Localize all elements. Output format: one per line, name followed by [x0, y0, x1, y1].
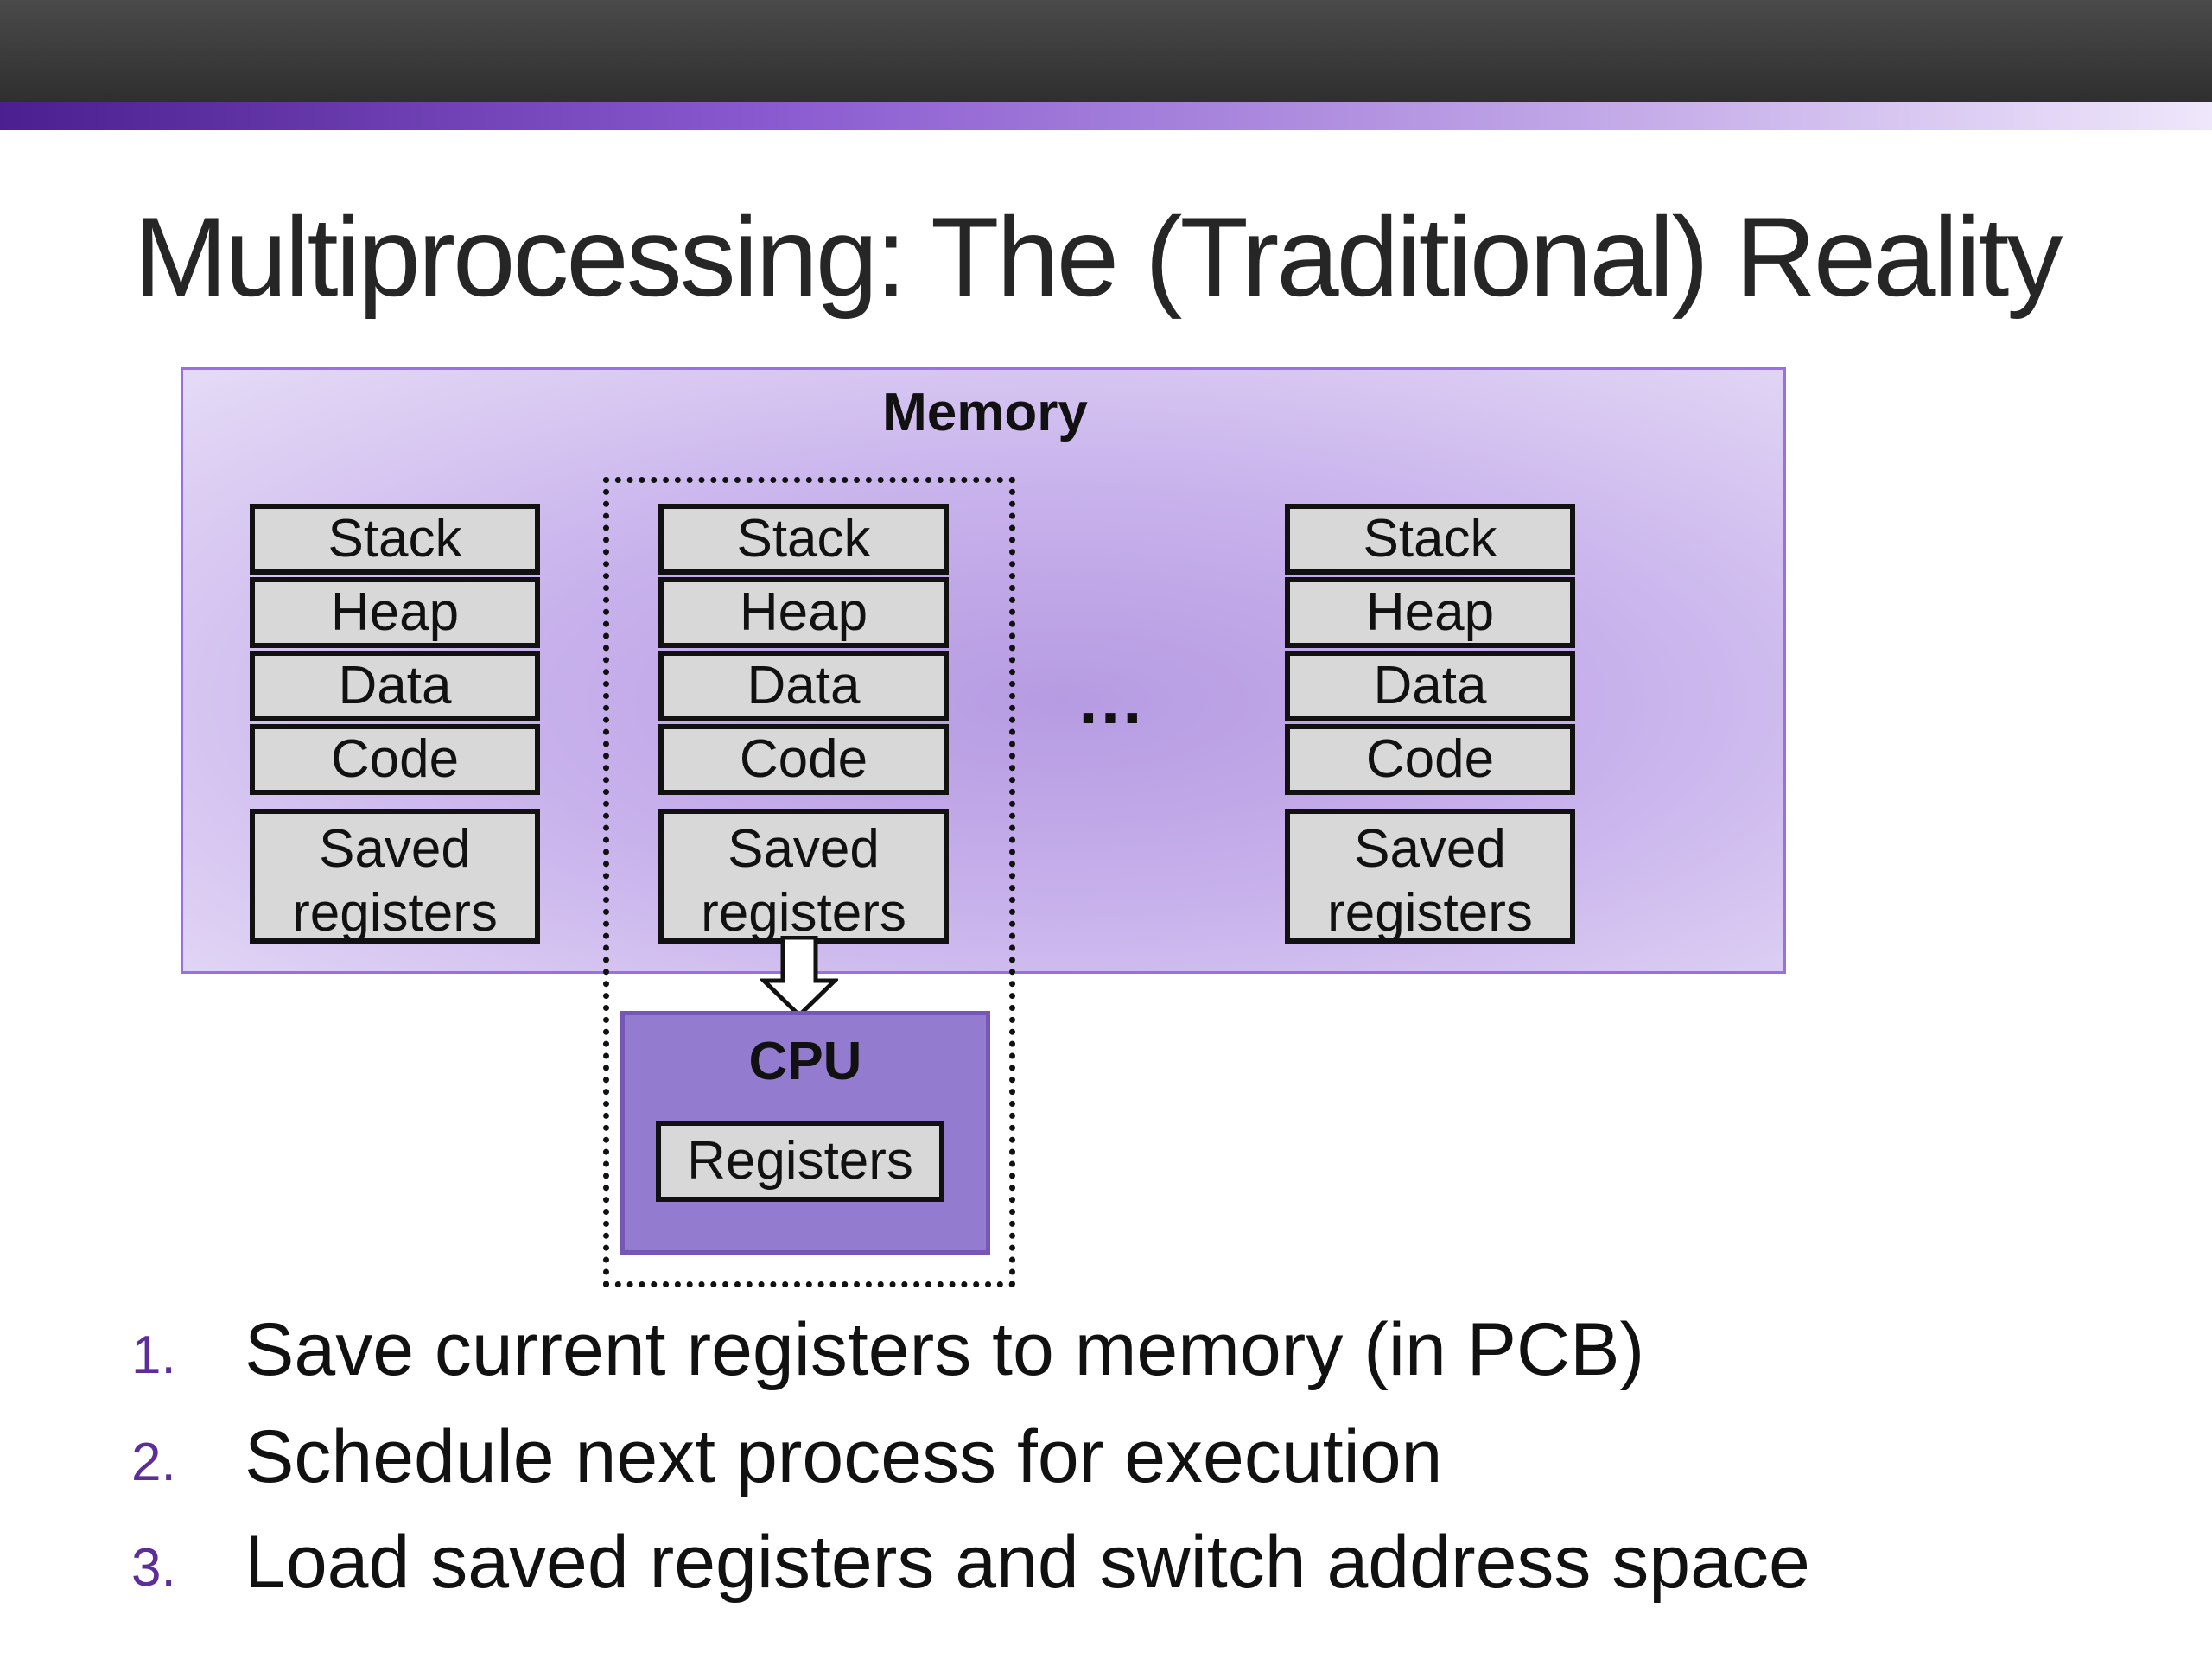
- header-bar: [0, 0, 2212, 102]
- heap-segment: Heap: [1285, 577, 1575, 648]
- saved-registers-line1: Saved: [319, 819, 471, 879]
- load-arrow-icon: [760, 936, 838, 1019]
- stack-segment: Stack: [1285, 504, 1575, 575]
- saved-registers-line2: registers: [292, 883, 498, 943]
- data-segment: Data: [1285, 651, 1575, 721]
- saved-registers-block: Saved registers: [250, 809, 540, 944]
- data-segment: Data: [658, 651, 949, 721]
- code-segment: Code: [1285, 724, 1575, 795]
- slide-title: Multiprocessing: The (Traditional) Reali…: [134, 194, 2063, 320]
- step-number: 2.: [131, 1433, 176, 1492]
- accent-strip: [0, 102, 2212, 130]
- code-segment: Code: [250, 724, 540, 795]
- saved-registers-block: Saved registers: [1285, 809, 1575, 944]
- saved-registers-line1: Saved: [728, 819, 880, 879]
- saved-registers-line2: registers: [701, 883, 906, 943]
- step-text: Save current registers to memory (in PCB…: [245, 1308, 1645, 1391]
- list-item: 3. Load saved registers and switch addre…: [0, 1519, 1901, 1605]
- stack-segment: Stack: [658, 504, 949, 575]
- step-number: 1.: [131, 1325, 176, 1385]
- data-segment: Data: [250, 651, 540, 721]
- ellipsis: …: [1076, 661, 1145, 738]
- cpu-registers: Registers: [656, 1121, 944, 1202]
- memory-label: Memory: [882, 383, 1088, 442]
- current-process-frame: [603, 477, 1015, 1287]
- heap-segment: Heap: [250, 577, 540, 648]
- process-block: Stack Heap Data Code Saved registers: [1285, 504, 1575, 944]
- code-segment: Code: [658, 724, 949, 795]
- stack-segment: Stack: [250, 504, 540, 575]
- step-number: 3.: [131, 1538, 176, 1598]
- list-item: 1. Save current registers to memory (in …: [0, 1306, 1901, 1393]
- process-block: Stack Heap Data Code Saved registers: [250, 504, 540, 944]
- saved-registers-line1: Saved: [1354, 819, 1506, 879]
- list-item: 2. Schedule next process for execution: [0, 1414, 1901, 1500]
- cpu-label: CPU: [748, 1032, 862, 1091]
- cpu-box: CPU Registers: [620, 1011, 990, 1255]
- saved-registers-block: Saved registers: [658, 809, 949, 944]
- saved-registers-line2: registers: [1327, 883, 1533, 943]
- process-block-current: Stack Heap Data Code Saved registers: [658, 504, 949, 944]
- step-text: Schedule next process for execution: [245, 1415, 1443, 1498]
- step-text: Load saved registers and switch address …: [245, 1521, 1810, 1604]
- heap-segment: Heap: [658, 577, 949, 648]
